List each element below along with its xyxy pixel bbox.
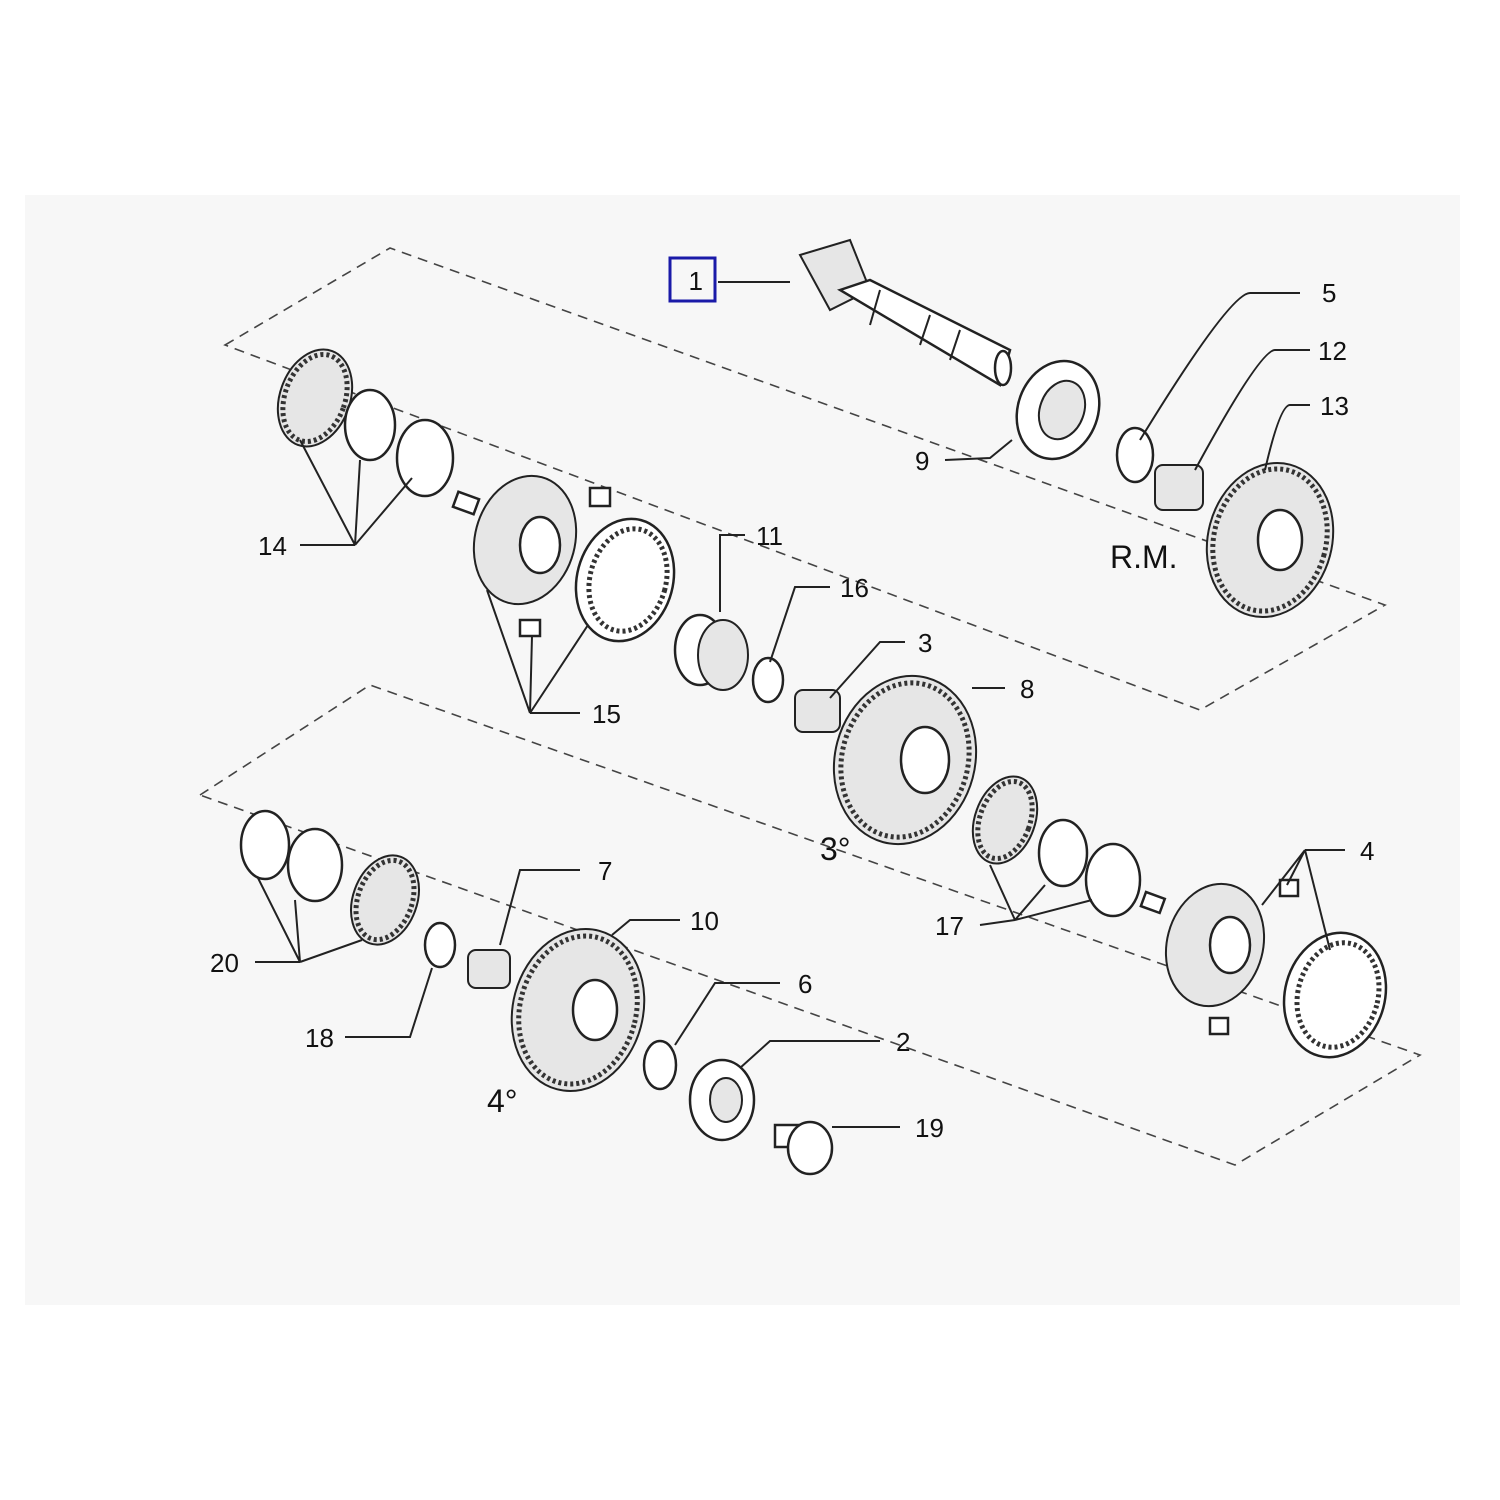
part-19-bolt[interactable] xyxy=(773,1120,834,1176)
leader-lines xyxy=(255,281,1345,1128)
diagram-background xyxy=(25,195,1460,1305)
callout-5[interactable]: 5 xyxy=(1322,278,1336,308)
part-2-bearing[interactable] xyxy=(688,1058,756,1142)
part-20-synchro-rings[interactable] xyxy=(239,809,431,954)
callout-18[interactable]: 18 xyxy=(305,1023,334,1053)
part-5-snap-ring[interactable] xyxy=(1115,426,1155,484)
callout-8[interactable]: 8 xyxy=(1020,674,1034,704)
callout-10[interactable]: 10 xyxy=(690,906,719,936)
label-reverse-gear: R.M. xyxy=(1110,539,1178,575)
part-15-synchronizer-assembly[interactable] xyxy=(460,464,688,652)
callout-20[interactable]: 20 xyxy=(210,948,239,978)
callout-11[interactable]: 11 xyxy=(756,521,783,551)
lower-group-outline xyxy=(198,684,1422,1166)
callout-4[interactable]: 4 xyxy=(1360,836,1374,866)
callout-15[interactable]: 15 xyxy=(592,699,621,729)
label-fourth-gear: 4° xyxy=(487,1083,518,1119)
label-third-gear: 3° xyxy=(820,831,851,867)
callout-9[interactable]: 9 xyxy=(915,446,929,476)
callout-19[interactable]: 19 xyxy=(915,1113,944,1143)
callout-2[interactable]: 2 xyxy=(896,1027,910,1057)
callout-6[interactable]: 6 xyxy=(798,969,812,999)
highlight-box-part-1 xyxy=(668,256,717,303)
part-1-input-shaft[interactable] xyxy=(798,238,1013,387)
callout-13[interactable]: 13 xyxy=(1320,391,1349,421)
upper-group-outline xyxy=(223,247,1387,711)
callout-3[interactable]: 3 xyxy=(918,628,932,658)
callout-7[interactable]: 7 xyxy=(598,856,612,886)
callout-17[interactable]: 17 xyxy=(935,911,964,941)
part-14-synchro-rings[interactable] xyxy=(265,339,481,516)
part-17-synchro-rings[interactable] xyxy=(961,767,1167,918)
part-16-snap-ring[interactable] xyxy=(751,656,785,704)
part-9-bearing[interactable] xyxy=(1003,349,1112,470)
part-10-fourth-gear[interactable] xyxy=(494,914,662,1106)
part-11-bushing[interactable] xyxy=(673,613,749,691)
part-3-needle-bearing[interactable] xyxy=(794,689,841,733)
part-6-snap-ring[interactable] xyxy=(642,1039,678,1091)
part-8-third-gear[interactable] xyxy=(815,660,994,860)
callout-14[interactable]: 14 xyxy=(258,531,287,561)
part-7-needle-bearing[interactable] xyxy=(467,949,511,989)
part-18-snap-ring[interactable] xyxy=(423,921,457,969)
callout-1[interactable]: 1 xyxy=(689,266,703,296)
callout-12[interactable]: 12 xyxy=(1318,336,1347,366)
callout-16[interactable]: 16 xyxy=(840,573,869,603)
part-12-needle-bearing[interactable] xyxy=(1154,464,1204,511)
part-13-reverse-gear[interactable] xyxy=(1190,449,1350,632)
